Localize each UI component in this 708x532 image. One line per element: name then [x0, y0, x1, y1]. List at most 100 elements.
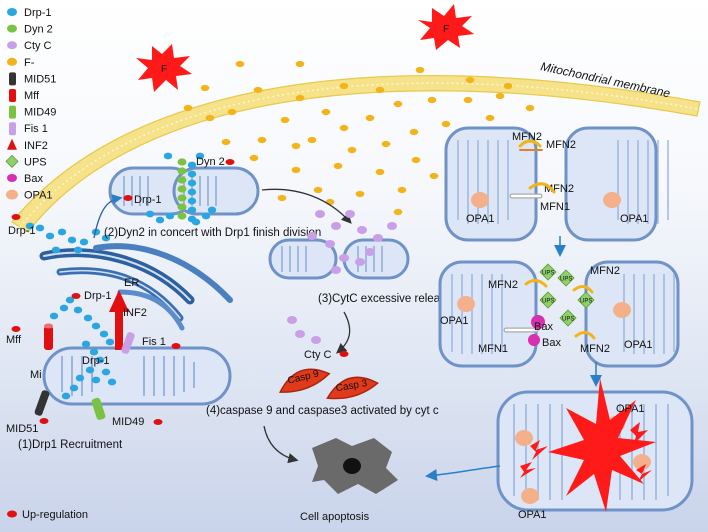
ups-marker: UPS	[557, 269, 575, 287]
apoptosis-label: Cell apoptosis	[300, 511, 370, 523]
ups-diamond-icon	[557, 269, 575, 287]
mfn2-tether-top	[509, 139, 556, 199]
caspase9-icon: Casp 9	[279, 368, 331, 393]
fluoride-particle	[415, 66, 425, 74]
drp1-particle	[187, 170, 197, 178]
arrow-to-step2	[93, 194, 123, 239]
cytc-particle	[331, 266, 341, 274]
mfn2-label: MFN2	[488, 279, 518, 291]
fluoride-particle	[463, 96, 473, 104]
legend-item: Fis 1	[9, 122, 48, 136]
green-dot-icon	[7, 24, 17, 33]
opa1-label: OPA1	[624, 339, 653, 351]
drp1-particle	[65, 296, 75, 304]
fluoride-particle	[295, 94, 305, 102]
legend-label: UPS	[24, 156, 47, 168]
drp1-particle	[187, 197, 197, 205]
legend-item: UPS	[5, 154, 47, 168]
fluoride-particle	[200, 84, 210, 92]
damage-burst-icon	[548, 378, 656, 512]
cytc-particle	[357, 226, 367, 234]
legend-label: INF2	[24, 140, 48, 152]
mito-cristae	[457, 140, 669, 224]
upregulation-label: Up-regulation	[22, 509, 88, 521]
yellow-dot-icon	[7, 57, 17, 66]
dyn2-label: Dyn 2	[196, 156, 225, 168]
drp1-particle	[81, 340, 91, 348]
drp1-particle	[49, 312, 59, 320]
opa1-icon	[633, 454, 651, 470]
arrow-to-apoptosis	[263, 425, 299, 464]
legend-item: INF2	[7, 138, 48, 152]
cytc-particle	[307, 232, 317, 240]
fluoride-particle	[325, 198, 335, 206]
cytc-particle	[295, 330, 305, 338]
dyn2-particle	[177, 185, 187, 193]
mitochondria-cytc-release	[268, 238, 410, 280]
drp1-particle	[91, 228, 101, 236]
mfn2-label: MFN2	[590, 265, 620, 277]
drp1-label-mito: Drp-1	[82, 355, 110, 367]
fluoride-particle	[257, 136, 267, 144]
drp1-membrane-upregulation-dot	[11, 214, 21, 220]
mito-fragment-right	[342, 238, 410, 280]
legend-label: F-	[24, 57, 35, 69]
drp1-particle	[155, 216, 165, 224]
fluoride-label: F	[443, 24, 449, 35]
mid49-receptor	[91, 397, 106, 420]
step4-label: (4)caspase 9 and caspase3 activated by c…	[206, 405, 439, 417]
mff-cap-icon	[44, 323, 53, 329]
fluoride-particle	[441, 120, 451, 128]
drp1-particle	[165, 212, 175, 220]
legend-label: Cty C	[24, 40, 52, 52]
ups-diamond-icon	[559, 309, 577, 327]
cytc-particle	[311, 336, 321, 344]
cytc-particle	[331, 222, 341, 230]
legend-label: Fis 1	[24, 123, 48, 135]
fluoride-particle	[393, 208, 403, 216]
opa1-icon	[515, 430, 533, 446]
endoplasmic-reticulum	[39, 243, 233, 331]
ups-label: UPS	[562, 317, 574, 323]
legend-label: Dyn 2	[24, 24, 53, 36]
ups-diamond-icon	[539, 263, 557, 281]
drp1-particle	[187, 179, 197, 187]
drp1-particle	[83, 314, 93, 322]
drp1-particle	[75, 374, 85, 382]
drp1-particle	[187, 161, 197, 169]
fluoride-particle	[409, 128, 419, 136]
lilac-dot-icon	[7, 41, 17, 50]
fluoride-particle	[485, 114, 495, 122]
opa1-label: OPA1	[440, 315, 469, 327]
bax-label: Bax	[542, 337, 561, 349]
fluoride-label: F	[161, 64, 167, 75]
drp1-particle	[191, 218, 201, 226]
fluoride-particle	[221, 138, 231, 146]
bax-icon	[531, 315, 545, 329]
drp1-particle	[85, 366, 95, 374]
legend-label: OPA1	[24, 190, 53, 202]
opa1-icon	[521, 488, 539, 504]
ctyc-upregulation-dot	[339, 351, 349, 357]
mid51-receptor	[34, 390, 50, 416]
opa1-label: OPA1	[616, 403, 645, 415]
fluoride-particle	[347, 146, 357, 154]
drp1-particle	[91, 322, 101, 330]
mito-ups-right	[584, 260, 680, 368]
mito-pair-middle	[438, 260, 680, 368]
fluoride-particle	[291, 142, 301, 150]
fluoride-particle	[375, 86, 385, 94]
drp1-particle	[207, 206, 217, 214]
cytc-particle	[339, 254, 349, 262]
fluoride-star-right: F	[418, 4, 474, 50]
legend-label: Drp-1	[24, 7, 52, 19]
fluoride-particle	[291, 166, 301, 174]
mi-label: Mi	[30, 369, 42, 381]
opa1-label: OPA1	[620, 213, 649, 225]
mfn1-label: MFN1	[540, 201, 570, 213]
drp1-upregulation-dot	[71, 293, 81, 299]
inf2-stem	[115, 310, 123, 350]
opa1-icon	[457, 296, 475, 312]
fluoride-particle	[411, 156, 421, 164]
